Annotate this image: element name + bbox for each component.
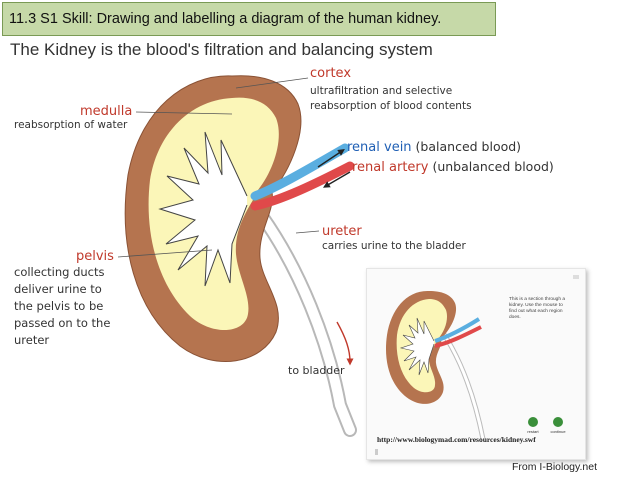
slide-subtitle: The Kidney is the blood's filtration and… <box>10 40 433 59</box>
inset-continue-label: continue <box>550 429 566 434</box>
title-box: 11.3 S1 Skill: Drawing and labelling a d… <box>2 2 496 36</box>
slide-title: 11.3 S1 Skill: Drawing and labelling a d… <box>9 11 442 27</box>
to-bladder-label: to bladder <box>288 364 345 377</box>
ureter-desc: carries urine to the bladder <box>322 240 466 252</box>
renal-vein-label: renal vein (balanced blood) <box>347 139 522 155</box>
inset-screenshot: restart continue This is a section throu… <box>366 268 586 460</box>
inset-continue-icon <box>553 417 563 427</box>
inset-renal-artery <box>434 325 482 348</box>
pelvis-label: pelvis <box>76 249 114 264</box>
ureter-label: ureter <box>322 224 362 239</box>
cortex-label: cortex <box>310 66 352 81</box>
inset-restart-label: restart <box>527 429 539 434</box>
renal-artery <box>250 161 355 211</box>
renal-vein <box>250 143 350 201</box>
inset-url: http://www.biologymad.com/resources/kidn… <box>377 435 536 444</box>
inset-restart-icon <box>528 417 538 427</box>
inset-kidney-diagram: restart continue <box>375 275 579 455</box>
cortex-desc-1: ultrafiltration and selective <box>310 85 453 97</box>
renal-artery-label: renal artery (unbalanced blood) <box>352 159 554 175</box>
kidney-pelvis <box>158 131 248 287</box>
medulla-label: medulla <box>80 104 133 119</box>
inset-note: This is a section through a kidney. Use … <box>509 297 565 320</box>
pelvis-desc: collecting ducts deliver urine to the pe… <box>14 265 111 347</box>
medulla-desc: reabsorption of water <box>14 119 128 131</box>
cortex-desc-2: reabsorption of blood contents <box>310 100 472 112</box>
credit: From I-Biology.net <box>512 461 597 473</box>
inset-renal-vein <box>434 317 481 343</box>
